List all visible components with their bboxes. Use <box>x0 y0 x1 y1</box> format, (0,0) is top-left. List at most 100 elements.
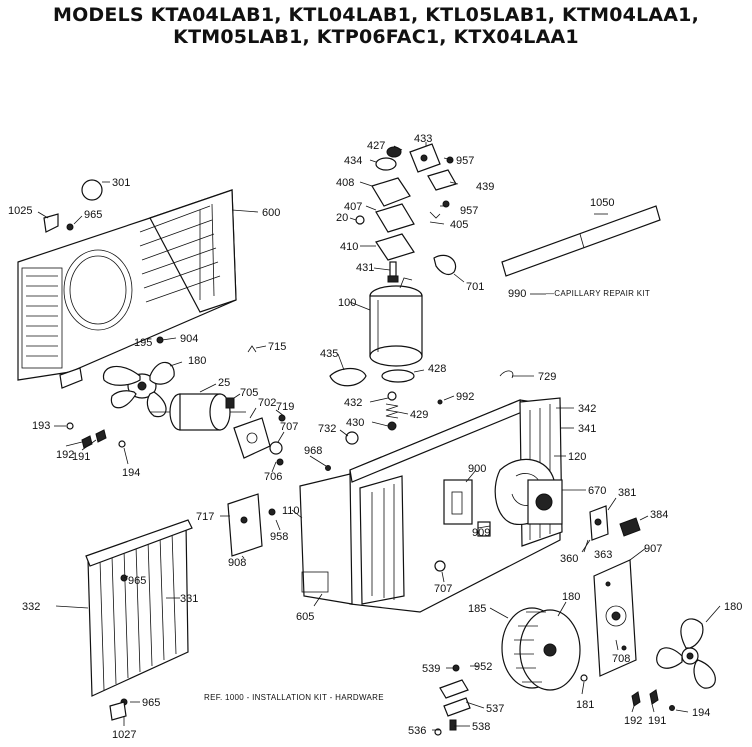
capillary-tube-1050 <box>501 205 661 277</box>
label-706: 706 <box>264 471 282 483</box>
label-410: 410 <box>340 241 358 253</box>
tube-701 <box>433 254 457 276</box>
label-408: 408 <box>336 177 354 189</box>
label-384: 384 <box>650 509 668 521</box>
part-20 <box>355 215 365 225</box>
label-900: 900 <box>468 463 486 475</box>
label-20: 20 <box>336 212 348 224</box>
label-110: 110 <box>282 505 300 517</box>
label-957-b: 957 <box>460 205 478 217</box>
fan-blade-180-right <box>656 618 716 689</box>
switch-384 <box>619 517 641 537</box>
label-729: 729 <box>538 371 556 383</box>
bracket-439 <box>427 169 457 191</box>
part-427 <box>386 146 402 158</box>
part-labels: 427 433 434 957 408 439 407 957 20 405 4… <box>8 133 742 741</box>
label-717: 717 <box>196 511 214 523</box>
label-192-b: 192 <box>624 715 642 727</box>
bracket-900 <box>443 479 473 525</box>
clip-192-right <box>631 691 641 707</box>
label-539: 539 <box>422 663 440 675</box>
label-428: 428 <box>428 363 446 375</box>
shroud-907 <box>593 559 637 677</box>
label-100: 100 <box>338 297 356 309</box>
plate-908 <box>227 493 263 557</box>
label-431: 431 <box>356 262 374 274</box>
label-434: 434 <box>344 155 362 167</box>
part-909 <box>477 521 491 537</box>
label-965-c: 965 <box>142 697 160 709</box>
label-702: 702 <box>258 397 276 409</box>
label-435: 435 <box>320 348 338 360</box>
blower-assembly-670 <box>527 479 563 525</box>
label-120: 120 <box>568 451 586 463</box>
clip-405 <box>429 211 441 219</box>
bracket-1027 <box>109 701 127 721</box>
part-193 <box>66 422 74 430</box>
label-439: 439 <box>476 181 494 193</box>
label-185: 185 <box>468 603 486 615</box>
fan-blade-180-left <box>102 361 175 418</box>
label-957-a: 957 <box>456 155 474 167</box>
label-432: 432 <box>344 397 362 409</box>
label-708: 708 <box>612 653 630 665</box>
label-904: 904 <box>180 333 198 345</box>
label-968: 968 <box>304 445 322 457</box>
label-907: 907 <box>644 543 662 555</box>
label-600: 600 <box>262 207 280 219</box>
bracket-537 <box>443 697 471 717</box>
label-715: 715 <box>268 341 286 353</box>
label-341: 341 <box>578 423 596 435</box>
motor-mount-702 <box>233 417 271 459</box>
label-407: 407 <box>344 201 362 213</box>
label-25: 25 <box>218 377 230 389</box>
label-605: 605 <box>296 611 314 623</box>
control-bracket-381 <box>589 505 609 541</box>
label-180-a: 180 <box>188 355 206 367</box>
part-181 <box>580 674 588 682</box>
blower-wheel-185 <box>501 607 581 691</box>
label-958: 958 <box>270 531 288 543</box>
grommet-434 <box>375 157 397 171</box>
bracket-539 <box>439 679 469 699</box>
screw-957-top <box>446 156 454 164</box>
label-342: 342 <box>578 403 596 415</box>
screw-958 <box>268 508 276 516</box>
mount-408 <box>371 177 411 207</box>
washer-432 <box>387 391 397 401</box>
clip-715 <box>247 345 257 353</box>
gasket-428 <box>381 369 415 383</box>
cover-435 <box>329 367 367 387</box>
label-538: 538 <box>472 721 490 733</box>
mount-407 <box>375 203 415 233</box>
label-193: 193 <box>32 420 50 432</box>
knob-301 <box>81 179 103 201</box>
nut-706 <box>276 458 284 466</box>
label-701: 701 <box>466 281 484 293</box>
tube-729 <box>499 370 514 379</box>
label-719: 719 <box>276 401 294 413</box>
label-433: 433 <box>414 133 432 145</box>
label-181: 181 <box>576 699 594 711</box>
label-195: 195 <box>134 337 152 349</box>
models-title-line-1: MODELS KTA04LAB1, KTL04LAB1, KTL05LAB1, … <box>52 4 700 26</box>
label-705: 705 <box>240 387 258 399</box>
label-965-a: 965 <box>84 209 102 221</box>
capillary-repair-kit-note: —CAPILLARY REPAIR KIT <box>546 289 650 298</box>
label-537: 537 <box>486 703 504 715</box>
label-707-b: 707 <box>434 583 452 595</box>
label-427: 427 <box>367 140 385 152</box>
label-331: 331 <box>180 593 198 605</box>
part-992 <box>437 399 443 405</box>
label-990: 990 <box>508 288 526 300</box>
label-430: 430 <box>346 417 364 429</box>
label-405: 405 <box>450 219 468 231</box>
terminal-431 <box>387 261 399 283</box>
label-732: 732 <box>318 423 336 435</box>
label-952: 952 <box>474 661 492 673</box>
label-1027: 1027 <box>112 729 136 741</box>
installation-kit-note: REF. 1000 - INSTALLATION KIT - HARDWARE <box>204 693 384 702</box>
mount-410 <box>375 233 415 261</box>
label-180-c: 180 <box>724 601 742 613</box>
